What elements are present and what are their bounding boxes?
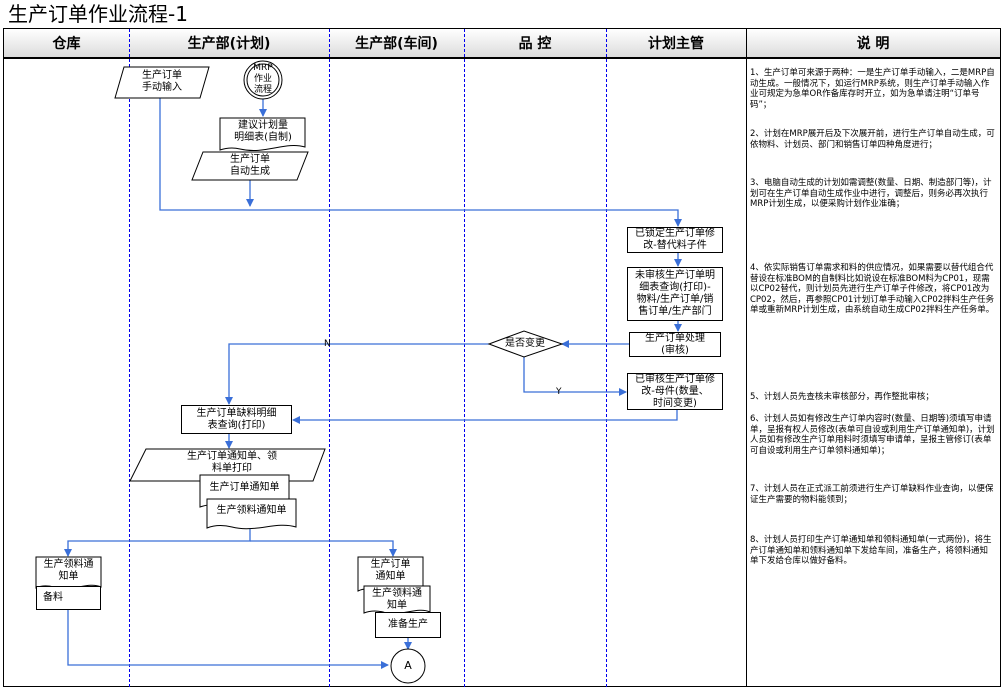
node-shortage-query-label: 生产订单缺料明细 表查询(打印) xyxy=(196,407,277,431)
node-unapproved-query-label: 未审核生产订单明 细表查询(打印)- 物料/生产订单/销 售订单/生产部门 xyxy=(635,270,715,317)
lane-header-production-workshop: 生产部(车间) xyxy=(329,29,464,59)
node-workshop-material-notice-label: 生产领料通 知单 xyxy=(372,588,422,611)
node-suggest-plan-label: 建议计划量 明细表(自制) xyxy=(234,120,292,143)
node-print-notice-label: 生产订单通知单、领 料单打印 xyxy=(187,451,277,474)
note-6: 6、计划人员如有修改生产订单内容时(数量、日期等)须填写申请单，呈报有权人员修改… xyxy=(750,414,995,456)
node-warehouse-prepare-label: 备料 xyxy=(43,592,63,603)
node-connector-a-label: A xyxy=(404,659,412,672)
node-unapproved-query: 未审核生产订单明 细表查询(打印)- 物料/生产订单/销 售订单/生产部门 xyxy=(627,267,723,321)
node-shortage-query: 生产订单缺料明细 表查询(打印) xyxy=(181,405,292,434)
lane-header-quality-control: 品 控 xyxy=(464,29,606,59)
node-print-notice: 生产订单通知单、领 料单打印 xyxy=(152,451,312,475)
lane-divider xyxy=(129,29,130,687)
node-warehouse-prepare: 备料 xyxy=(36,586,101,610)
node-warehouse-material-notice-label: 生产领料通 知单 xyxy=(43,559,94,582)
node-mrp: MRP 作业 流程 xyxy=(247,63,279,96)
node-suggest-plan: 建议计划量 明细表(自制) xyxy=(221,120,305,144)
lane-header-warehouse: 仓库 xyxy=(4,29,129,59)
lane-divider xyxy=(329,29,330,687)
diagram-frame xyxy=(3,28,1001,687)
node-locked-order-modify: 已锁定生产订单修 改-替代料子件 xyxy=(627,227,723,253)
node-connector-a: A xyxy=(398,660,418,672)
note-3: 3、电脑自动生成的计划如需调整(数量、日期、制造部门等)，计划可在生产订单自动生… xyxy=(750,178,992,209)
node-order-process: 生产订单处理 (审核) xyxy=(629,332,721,357)
note-5: 5、计划人员先查核未审核部分，再作整批审核； xyxy=(750,392,934,402)
note-2: 2、计划在MRP展开后及下次展开前，进行生产订单自动生成，可依物料、计划员、部门… xyxy=(750,129,995,150)
node-workshop-prepare-label: 准备生产 xyxy=(388,619,428,630)
lane-header-production-planning: 生产部(计划) xyxy=(129,29,329,59)
node-order-process-label: 生产订单处理 (审核) xyxy=(645,332,705,356)
node-manual-input: 生产订单 手动输入 xyxy=(128,70,196,94)
node-decision-change-label: 是否变更 xyxy=(505,338,545,349)
node-locked-order-modify-label: 已锁定生产订单修 改-替代料子件 xyxy=(635,228,715,251)
node-warehouse-material-notice: 生产领料通 知单 xyxy=(36,559,101,583)
node-manual-input-label: 生产订单 手动输入 xyxy=(142,70,182,93)
node-material-notice-label: 生产领料通知单 xyxy=(216,505,287,516)
node-material-notice: 生产领料通知单 xyxy=(207,505,296,517)
lane-divider xyxy=(464,29,465,687)
node-auto-generate: 生产订单 自动生成 xyxy=(208,154,292,178)
node-workshop-material-notice: 生产领料通 知单 xyxy=(364,588,430,612)
node-order-notice-label: 生产订单通知单 xyxy=(209,482,280,493)
node-approved-order-modify: 已审核生产订单修 改-母件(数量、 时间变更) xyxy=(627,373,723,410)
lane-header-description: 说 明 xyxy=(746,29,1000,59)
node-auto-generate-label: 生产订单 自动生成 xyxy=(230,154,270,177)
lane-divider xyxy=(606,29,607,687)
note-4: 4、依实际销售订单需求和料的供应情况，如果需要以替代组合代替设在标准BOM的自制… xyxy=(750,263,995,315)
node-decision-change: 是否变更 xyxy=(498,338,552,350)
node-workshop-order-notice-label: 生产订单 通知单 xyxy=(370,559,411,582)
lane-header-planning-manager: 计划主管 xyxy=(606,29,746,59)
note-1: 1、生产订单可来源于两种：一是生产订单手动输入，二是MRP自动生成。一般情况下，… xyxy=(750,68,995,110)
lane-divider xyxy=(746,29,747,687)
node-workshop-order-notice: 生产订单 通知单 xyxy=(358,559,423,583)
page-title: 生产订单作业流程-1 xyxy=(8,2,188,26)
node-approved-order-modify-label: 已审核生产订单修 改-母件(数量、 时间变更) xyxy=(635,373,715,409)
note-8: 8、计划人员打印生产订单通知单和领料通知单(一式两份)，将生产订单通知单和领料通… xyxy=(750,535,992,566)
node-workshop-prepare: 准备生产 xyxy=(375,612,441,638)
note-7: 7、计划人员在正式派工前须进行生产订单缺料作业查询，以便保证生产需要的物料能领到… xyxy=(750,484,994,505)
node-mrp-label: MRP 作业 流程 xyxy=(253,63,273,95)
branch-label-no: N xyxy=(324,339,331,349)
node-order-notice: 生产订单通知单 xyxy=(200,482,289,494)
branch-label-yes: Y xyxy=(556,387,562,397)
